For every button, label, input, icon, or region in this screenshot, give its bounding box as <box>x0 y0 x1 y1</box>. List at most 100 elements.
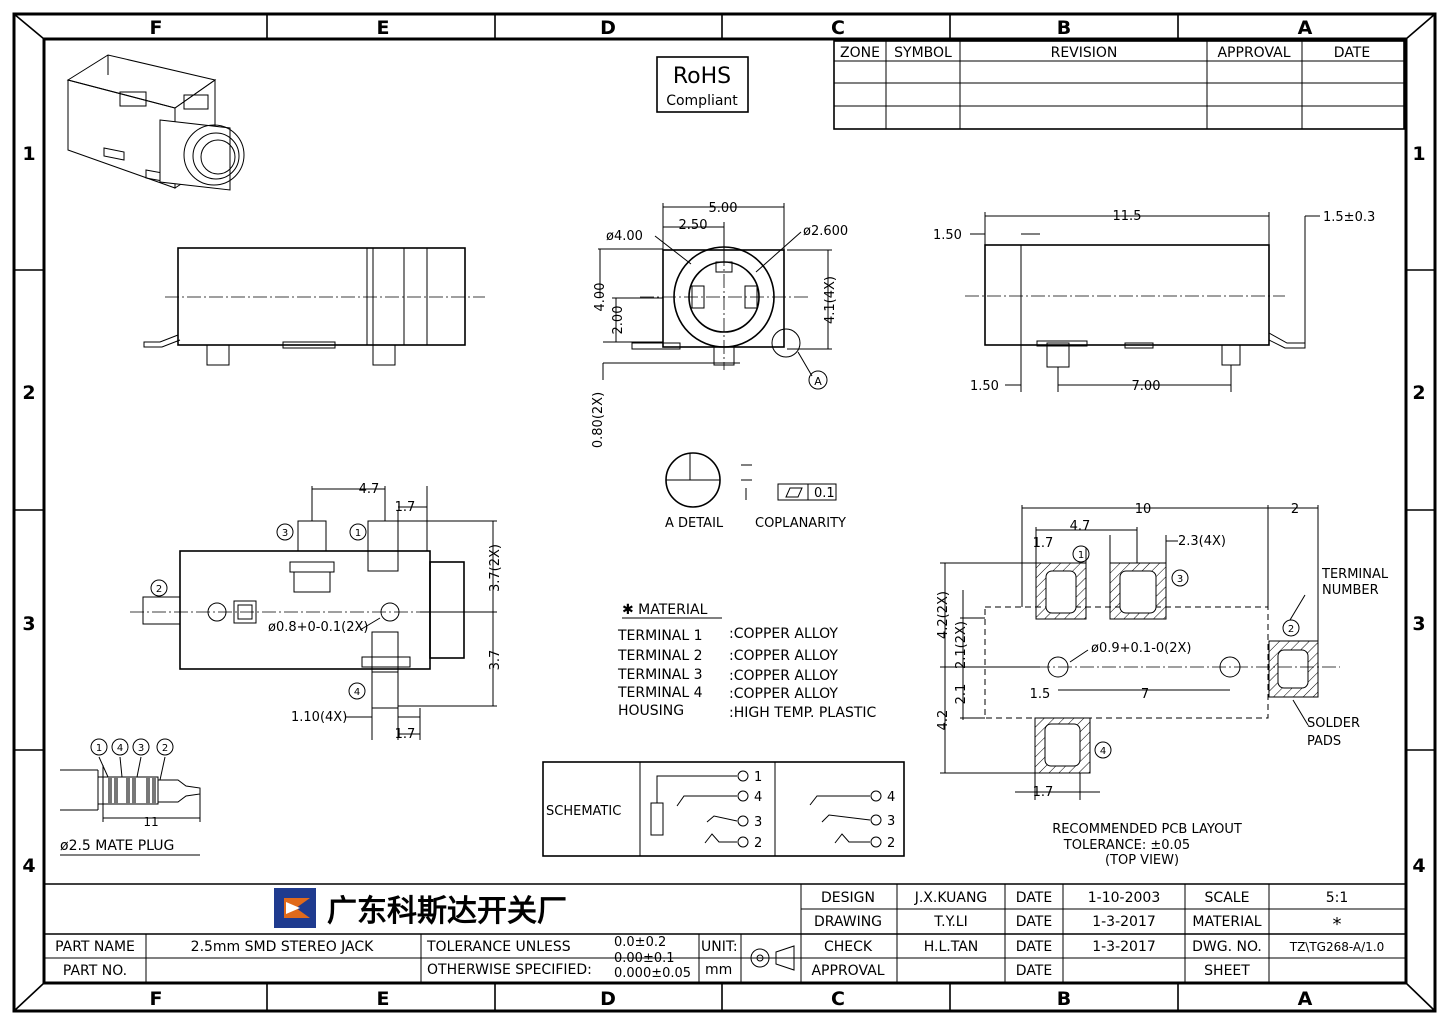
pcb-terminal-number-line2: NUMBER <box>1322 583 1379 598</box>
schematic-right-pin-4: 4 <box>887 790 895 805</box>
title-block: 广东科斯达开关厂 PART NAME 2.5mm SMD STEREO JACK… <box>44 883 1406 983</box>
detail-a-label: A DETAIL <box>665 516 724 531</box>
top-terminal-3: 3 <box>282 528 288 539</box>
dim-right-offset-bottom: 1.50 <box>970 379 999 394</box>
revision-header-revision: REVISION <box>1051 45 1118 61</box>
zone-col-c-bottom: C <box>831 988 845 1010</box>
top-terminal-4: 4 <box>354 687 360 698</box>
drawing-date-label: DATE <box>1016 914 1052 930</box>
part-name-label: PART NAME <box>55 939 135 955</box>
dim-top-37-2x: 3.7(2X) <box>488 544 503 592</box>
dim-front-height-200: 2.00 <box>611 306 626 335</box>
dim-top-110: 1.10(4X) <box>291 710 347 725</box>
zone-col-e-bottom: E <box>377 988 390 1010</box>
tolerance-line-2: OTHERWISE SPECIFIED: <box>427 962 592 978</box>
side-view-right: 11.5 1.50 1.5±0.3 1.50 7.00 <box>933 209 1375 394</box>
pcb-pad-4: 4 <box>1100 746 1106 757</box>
pcb-dim-21-2x: 2.1(2X) <box>954 621 969 669</box>
pcb-dim-42-2x: 4.2(2X) <box>936 591 951 639</box>
pcb-solder-pads-line2: PADS <box>1307 734 1341 749</box>
scale-label: SCALE <box>1205 890 1250 906</box>
dim-right-pitch: 7.00 <box>1132 379 1161 394</box>
pcb-dim-21: 2.1 <box>954 684 969 705</box>
schematic-label: SCHEMATIC <box>546 804 621 819</box>
zone-col-d-bottom: D <box>600 988 616 1010</box>
sheet-frame <box>12 12 1437 1013</box>
dim-front-height-400: 4.00 <box>593 283 608 312</box>
zone-col-a-top: A <box>1298 17 1313 39</box>
design-date: 1-10-2003 <box>1088 890 1160 906</box>
revision-header-approval: APPROVAL <box>1217 45 1290 61</box>
schematic-left-pin-4: 4 <box>754 790 762 805</box>
material-value-5: :HIGH TEMP. PLASTIC <box>729 705 877 721</box>
tolerance-value-2: 0.00±0.1 <box>614 951 675 966</box>
dim-front-width: 5.00 <box>709 201 738 216</box>
zone-col-d-top: D <box>600 17 616 39</box>
material-value-1: :COPPER ALLOY <box>729 626 838 642</box>
dwg-no-value: TZ\TG268-A/1.0 <box>1289 940 1385 954</box>
plug-ring-3: 3 <box>138 743 144 754</box>
pcb-dim-7: 7 <box>1141 687 1149 702</box>
tolerance-value-1: 0.0±0.2 <box>614 935 666 950</box>
drawing-date: 1-3-2017 <box>1092 914 1156 930</box>
zone-col-f-top: F <box>150 17 163 39</box>
material-value-3: :COPPER ALLOY <box>729 668 838 684</box>
design-date-label: DATE <box>1016 890 1052 906</box>
dim-right-length: 11.5 <box>1113 209 1142 224</box>
dim-front-inner-dia: ø2.600 <box>803 224 848 239</box>
material-part-3: TERMINAL 3 <box>617 667 703 683</box>
plug-ring-2: 2 <box>162 743 168 754</box>
schematic-left-pin-3: 3 <box>754 815 762 830</box>
zone-row-2-left: 2 <box>22 382 35 404</box>
dim-top-17-top: 1.7 <box>395 500 416 515</box>
pcb-title-3: (TOP VIEW) <box>1105 853 1179 868</box>
dim-top-hole: ø0.8+0-0.1(2X) <box>268 620 368 635</box>
zone-row-1-right: 1 <box>1412 143 1425 165</box>
zone-row-4-left: 4 <box>22 855 35 877</box>
coplanarity-value: 0.1 <box>814 486 835 501</box>
schematic-right-pin-3: 3 <box>887 814 895 829</box>
plug-label: ø2.5 MATE PLUG <box>60 838 174 854</box>
sheet-label: SHEET <box>1204 963 1250 979</box>
dim-front-half: 2.50 <box>679 218 708 233</box>
plug-length: 11 <box>143 815 158 829</box>
side-view-left <box>143 247 485 366</box>
company-logo <box>274 888 316 928</box>
pcb-dim-15: 1.5 <box>1030 687 1051 702</box>
dim-right-offset-top: 1.50 <box>933 228 962 243</box>
coplanarity-label: COPLANARITY <box>755 516 846 531</box>
material-part-1: TERMINAL 1 <box>617 628 703 644</box>
revision-header-zone: ZONE <box>840 45 880 61</box>
pcb-dim-2: 2 <box>1291 502 1299 517</box>
zone-row-3-left: 3 <box>22 613 35 635</box>
company-name: 广东科斯达开关厂 <box>327 894 567 929</box>
detail-a: 0.1 A DETAIL COPLANARITY <box>665 452 846 531</box>
rohs-subtitle: Compliant <box>666 93 738 109</box>
scale-value: 5:1 <box>1326 890 1349 906</box>
pcb-hole: ø0.9+0.1-0(2X) <box>1091 641 1191 656</box>
pcb-dim-17-top: 1.7 <box>1033 536 1054 551</box>
dim-top-47: 4.7 <box>359 482 380 497</box>
material-part-4: TERMINAL 4 <box>617 685 703 701</box>
material-key-value: * <box>1333 914 1342 935</box>
part-no-label: PART NO. <box>63 963 127 979</box>
pcb-title-2: TOLERANCE: ±0.05 <box>1063 838 1190 853</box>
pcb-pad-3: 3 <box>1177 574 1183 585</box>
check-date: 1-3-2017 <box>1092 939 1156 955</box>
dim-right-lead-len: 1.5±0.3 <box>1323 210 1375 225</box>
pcb-layout: 10 2 4.7 1.7 2.3(4X) TERMINAL NUMBER 4.2… <box>936 502 1389 868</box>
pcb-dim-10: 10 <box>1135 502 1152 517</box>
design-label: DESIGN <box>821 890 875 906</box>
check-label: CHECK <box>824 939 873 955</box>
approval-date-label: DATE <box>1016 963 1052 979</box>
material-list: ✱ MATERIAL TERMINAL 1 :COPPER ALLOY TERM… <box>617 602 877 721</box>
material-key: MATERIAL <box>1192 914 1261 930</box>
dim-front-outer-dia: ø4.00 <box>606 229 643 244</box>
schematic-left-pin-2: 2 <box>754 836 762 851</box>
projection-symbol <box>746 945 798 971</box>
pcb-pad-1: 1 <box>1078 550 1084 561</box>
tolerance-line-1: TOLERANCE UNLESS <box>426 939 571 955</box>
design-name: J.X.KUANG <box>914 890 988 906</box>
unit-value: mm <box>705 962 732 978</box>
zone-row-3-right: 3 <box>1412 613 1425 635</box>
